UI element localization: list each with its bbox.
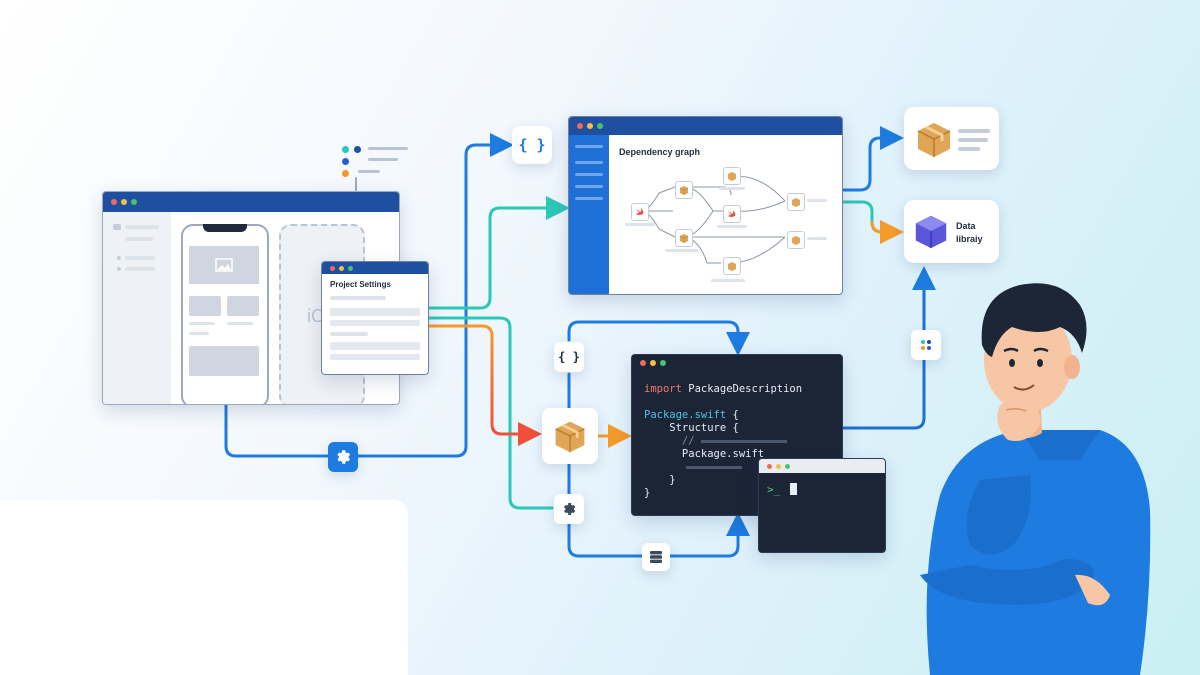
code-placeholder <box>700 439 787 443</box>
window-titlebar <box>103 192 399 212</box>
status-dots-icon <box>340 146 420 180</box>
code-line: } <box>644 474 802 487</box>
line-graph-to-library <box>840 200 900 234</box>
graph-title: Dependency graph <box>619 147 701 157</box>
package-icon <box>917 123 951 157</box>
package-icon[interactable] <box>675 181 693 199</box>
background-panel <box>0 500 408 675</box>
phone-mockup <box>181 224 269 404</box>
layout-sidebar <box>103 212 171 404</box>
settings-field[interactable] <box>330 308 420 316</box>
line-blue-to-braces <box>224 133 514 458</box>
dots-node-icon[interactable] <box>911 330 941 360</box>
code-line: } <box>644 487 802 500</box>
data-library-icon <box>915 215 947 249</box>
code-line <box>644 396 802 409</box>
package-card[interactable] <box>904 107 999 170</box>
package-icon[interactable] <box>787 231 805 249</box>
code-placeholder <box>686 465 742 469</box>
code-text: { <box>726 409 739 421</box>
project-settings-window: Project Settings <box>321 261 429 375</box>
code-line: Package.swift { <box>644 409 802 422</box>
braces-icon[interactable]: { } <box>512 126 552 164</box>
code-text: PackageDescription <box>681 383 803 395</box>
code-keyword: import <box>644 383 682 395</box>
layout-editor-window: iO <box>102 191 400 405</box>
gear-icon[interactable] <box>328 442 358 472</box>
line-graph-to-package <box>840 126 904 192</box>
swift-icon[interactable] <box>631 203 649 221</box>
data-library-label-2: libraiy <box>956 234 983 244</box>
code-line: // <box>644 435 802 448</box>
data-library-card[interactable]: Data libraiy <box>904 200 999 263</box>
line-orange-to-package <box>424 324 542 446</box>
code-text: Structure { <box>644 422 739 434</box>
line-code-to-library <box>840 266 936 430</box>
ios-label: iO <box>307 306 325 326</box>
gear-icon[interactable] <box>554 494 584 524</box>
code-text: } <box>644 474 676 486</box>
package-node[interactable] <box>542 408 598 464</box>
terminal-window: >_ <box>758 458 886 553</box>
code-keyword: Package.swift <box>644 409 727 421</box>
code-text: } <box>644 487 651 499</box>
line-blue-loop-top <box>567 320 750 356</box>
code-line: Structure { <box>644 422 802 435</box>
package-icon[interactable] <box>787 193 805 211</box>
server-icon[interactable] <box>642 543 670 571</box>
dependency-graph-window: Dependency graph <box>568 116 843 295</box>
braces-icon[interactable]: { } <box>554 342 584 372</box>
package-icon <box>555 421 585 453</box>
code-line <box>644 461 802 474</box>
package-icon[interactable] <box>723 167 741 185</box>
line-teal-to-gear <box>424 316 554 510</box>
package-icon[interactable] <box>723 257 741 275</box>
swift-icon[interactable] <box>723 205 741 223</box>
line-teal-to-graph <box>424 196 570 310</box>
terminal-prompt: >_ <box>767 483 781 496</box>
project-settings-title: Project Settings <box>330 280 391 289</box>
thinking-person-illustration <box>920 283 1151 675</box>
image-placeholder-icon <box>189 246 259 284</box>
code-text: // <box>644 435 695 447</box>
settings-field[interactable] <box>330 342 420 350</box>
terminal-cursor <box>789 483 797 495</box>
data-library-label-1: Data <box>956 221 976 231</box>
code-line: import PackageDescription <box>644 383 802 396</box>
graph-sidebar <box>569 135 609 294</box>
code-line: Package.swift <box>644 448 802 461</box>
code-text: Package.swift <box>644 448 765 460</box>
package-icon[interactable] <box>675 229 693 247</box>
